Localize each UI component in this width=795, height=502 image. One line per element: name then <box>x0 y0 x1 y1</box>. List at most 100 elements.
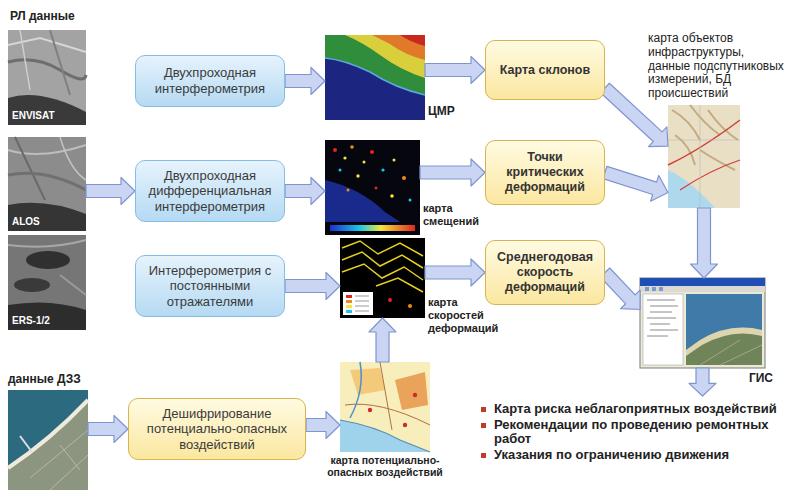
process-box: Двухпроходная дифференциальная интерферо… <box>135 160 285 222</box>
list-item: Указания по ограничению движения <box>478 448 783 463</box>
sar-image <box>8 235 86 330</box>
block-arrow <box>420 159 485 186</box>
sar-image <box>8 173 86 190</box>
hazard-map: карта потенциально-опасных воздействий <box>340 362 430 452</box>
hazard-map <box>345 362 430 430</box>
sar-image <box>8 240 86 247</box>
dem-map <box>325 58 425 95</box>
block-arrow <box>86 178 135 205</box>
velocity-map <box>342 241 423 256</box>
velocity-map <box>343 292 373 315</box>
box-text: Двухпроходная интерферометрия <box>142 65 278 96</box>
velocity-map <box>376 278 423 292</box>
dem-map <box>325 35 425 95</box>
displacement-map <box>409 199 412 202</box>
velocity-map <box>346 310 352 313</box>
optical-image <box>8 400 88 468</box>
infrastructure-map <box>668 170 715 208</box>
sar-image <box>8 38 86 52</box>
sar-image <box>8 137 86 231</box>
sar-image <box>8 30 86 125</box>
sar-image <box>8 235 86 330</box>
infrastructure-map <box>668 105 740 208</box>
block-arrow <box>425 259 485 286</box>
sar-image <box>60 137 86 180</box>
sar-image <box>8 30 86 125</box>
hazard-map <box>350 362 361 418</box>
infrastructure-map <box>668 120 740 165</box>
gis-screenshot <box>647 300 678 336</box>
displacement-map <box>402 176 406 180</box>
box-text: Точки критических деформаций <box>492 150 598 195</box>
sar-image: ENVISAT <box>8 30 86 125</box>
infrastructure-map <box>668 105 740 208</box>
infrastructure-map <box>668 105 740 208</box>
box-text: Дешифрирование потенциально-опасных возд… <box>135 406 299 453</box>
gis-label: ГИС <box>749 371 773 385</box>
optical-image <box>20 436 32 452</box>
block-arrow <box>691 208 718 278</box>
dem-map <box>325 35 425 120</box>
displacement-map <box>363 161 366 164</box>
process-box: Интерферометрия с постоянными отражателя… <box>135 255 285 317</box>
displacement-map <box>356 174 359 177</box>
process-box: Двухпроходная интерферометрия <box>135 55 285 107</box>
image-heading: данные ДЗЗ <box>8 372 128 386</box>
result-box: Среднегодовая скорость деформаций <box>485 240 605 305</box>
result-box: Точки критических деформаций <box>485 140 605 205</box>
dem-map: ЦМР <box>325 35 425 120</box>
output-list: Карта риска неблагоприятных воздействийР… <box>478 396 783 463</box>
infrastructure-map: карта объектов инфраструктуры, данные по… <box>668 105 740 208</box>
gis-screenshot <box>686 294 762 365</box>
block-arrow <box>285 273 340 300</box>
sar-image <box>8 60 86 79</box>
infrastructure-map <box>672 105 738 170</box>
list-item: Карта риска неблагоприятных воздействий <box>478 402 783 417</box>
optical-image: данные ДЗЗ <box>8 390 88 490</box>
velocity-map <box>346 295 352 298</box>
displacement-map <box>347 189 350 192</box>
block-arrow <box>600 268 640 309</box>
gis-screenshot <box>700 340 762 365</box>
gis-screenshot <box>640 286 765 292</box>
displacement-map <box>330 225 415 231</box>
optical-image <box>30 430 88 490</box>
displacement-map <box>370 150 374 154</box>
gis-screenshot <box>640 278 765 286</box>
gis-screenshot <box>686 328 762 356</box>
velocity-map: карта скоростей деформаций <box>340 238 425 318</box>
gis-screenshot <box>686 294 762 350</box>
velocity-map <box>340 238 425 318</box>
process-box: Дешифрирование потенциально-опасных возд… <box>128 398 306 460</box>
displacement-map <box>325 140 420 235</box>
box-text: Карта склонов <box>500 63 590 78</box>
gis-screenshot <box>659 287 663 291</box>
dem-map <box>372 35 425 60</box>
dem-map <box>395 35 425 46</box>
displacement-map <box>325 180 400 222</box>
sar-image: ERS-1/2 <box>8 235 86 330</box>
sar-image <box>60 275 86 295</box>
displacement-map <box>375 187 378 190</box>
velocity-map <box>342 264 423 280</box>
hazard-map <box>395 372 428 410</box>
block-arrow <box>285 178 325 205</box>
box-text: Интерферометрия с постоянными отражателя… <box>142 263 278 310</box>
list-item: Рекомендации по проведению ремонтных раб… <box>478 418 783 447</box>
optical-image <box>8 390 88 490</box>
block-arrow <box>603 166 668 201</box>
dem-map <box>345 35 425 78</box>
hazard-map <box>340 420 430 452</box>
sar-image <box>20 30 30 90</box>
hazard-map <box>350 368 385 395</box>
gis-screenshot <box>645 287 649 291</box>
velocity-map <box>342 252 423 268</box>
velocity-map <box>388 298 392 302</box>
satellite-name: ENVISAT <box>12 110 55 122</box>
hazard-map <box>340 362 430 452</box>
hazard-map <box>340 420 430 452</box>
gis-screenshot <box>640 278 765 368</box>
box-text: Двухпроходная дифференциальная интерферо… <box>142 168 278 215</box>
block-arrow <box>369 318 396 362</box>
